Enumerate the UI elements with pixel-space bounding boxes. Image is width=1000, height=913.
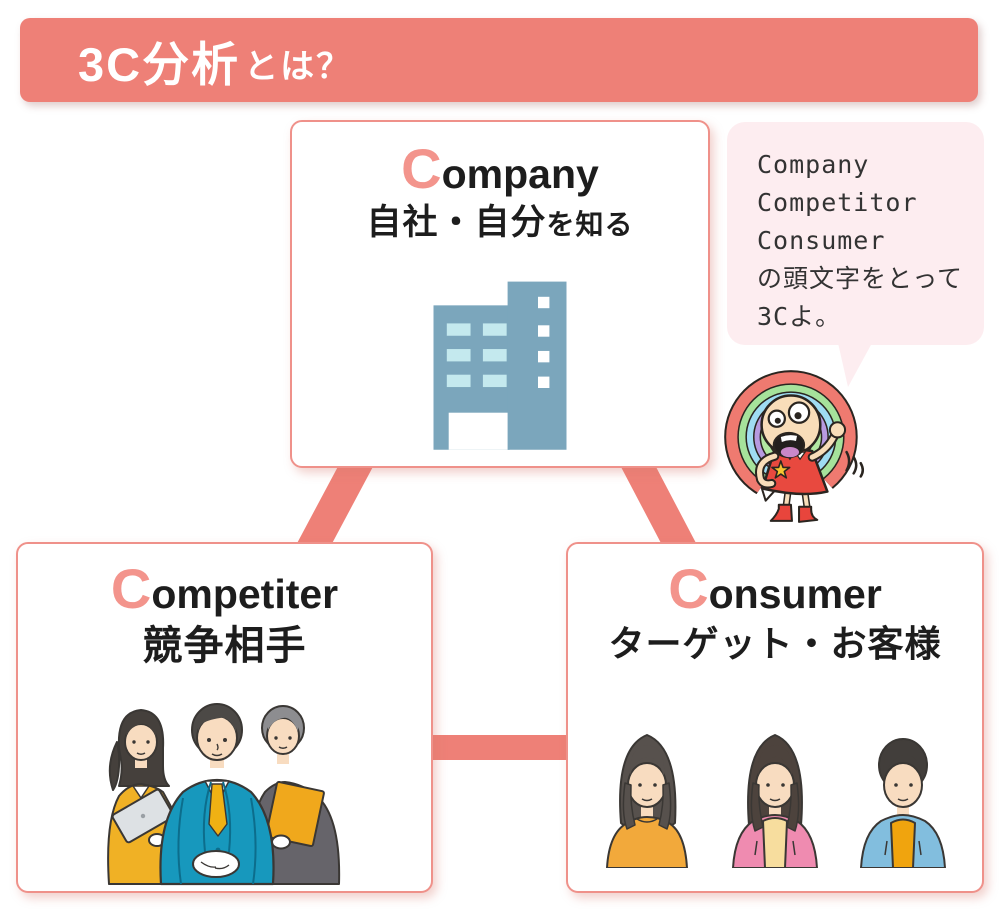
speech-bubble-line-1: Company bbox=[757, 150, 870, 179]
speech-bubble: Company Competitor Consumer の頭文字をとって 3Cよ… bbox=[727, 122, 984, 345]
consumer-subtitle-main: ターゲット・お客様 bbox=[608, 622, 942, 664]
competitor-subtitle: 競争相手 bbox=[143, 622, 307, 670]
consumer-initial-letter: C bbox=[668, 557, 709, 620]
company-subtitle-suffix: を知る bbox=[546, 208, 634, 240]
company-subtitle-main: 自社・自分 bbox=[366, 202, 547, 242]
consumer-man-blue bbox=[860, 737, 946, 868]
company-title-rest: ompany bbox=[441, 151, 599, 197]
character-hand bbox=[828, 421, 847, 439]
businessman-teal bbox=[158, 702, 275, 885]
speech-bubble-tail bbox=[838, 343, 872, 387]
consumer-woman-orange bbox=[606, 733, 688, 868]
company-subtitle: 自社・自分を知る bbox=[366, 202, 633, 244]
consumer-title-rest: onsumer bbox=[708, 571, 882, 617]
consumer-woman-pink bbox=[732, 733, 818, 868]
speech-bubble-line-5: 3Cよ。 bbox=[757, 302, 842, 331]
page-title-suffix: とは？ bbox=[244, 47, 353, 86]
businesswoman-yellow bbox=[106, 708, 176, 885]
speech-bubble-line-2: Competitor bbox=[757, 188, 918, 217]
character-boot-left bbox=[769, 503, 793, 522]
consumer-subtitle: ターゲット・お客様 bbox=[608, 622, 941, 665]
character-boot-right bbox=[798, 505, 819, 523]
competitor-title-rest: ompetiter bbox=[151, 571, 339, 617]
speech-bubble-line-3: Consumer bbox=[757, 226, 886, 255]
speech-bubble-line-4: の頭文字をとって bbox=[757, 264, 964, 293]
rainbow-girl-illustration bbox=[724, 370, 865, 523]
company-initial-letter: C bbox=[401, 137, 442, 200]
character-star bbox=[771, 460, 791, 479]
competitor-subtitle-main: 競争相手 bbox=[142, 623, 307, 668]
competitor-initial-letter: C bbox=[110, 557, 152, 620]
connector-competitor-consumer bbox=[420, 735, 580, 760]
office-building-icon bbox=[433, 281, 567, 450]
consumer-group-illustration bbox=[606, 733, 946, 868]
motion-lines bbox=[845, 450, 865, 478]
header-banner: 3C分析 とは？ bbox=[20, 18, 978, 102]
business-team-illustration bbox=[106, 702, 340, 885]
page-title: 3C分析 bbox=[78, 37, 241, 91]
